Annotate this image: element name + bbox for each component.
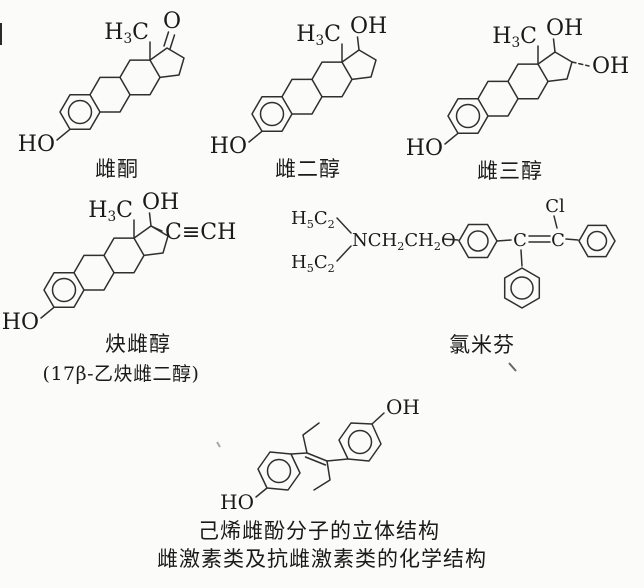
hydroxyl-left-label: HO (220, 490, 254, 514)
hydroxyl-17-label: OH (546, 16, 583, 41)
amine-bonds (336, 217, 352, 262)
ring-vinyl-bonds (290, 452, 349, 462)
estrone-structure: HO H3C O (18, 9, 185, 157)
phenyl-ring-right (578, 224, 616, 258)
ethyl-lower (313, 460, 331, 491)
phenylene-ring (458, 223, 498, 259)
hydroxyl-17-label: OH (350, 14, 387, 39)
ethinylestradiol-name: 炔雌醇 (105, 332, 171, 356)
estriol-name: 雌三醇 (477, 159, 543, 183)
ketone-double-bond (163, 31, 176, 50)
hydroxyl-17-bond (148, 212, 152, 227)
vinyl-c-right-label: C (551, 230, 565, 251)
c-c-double-bond (528, 235, 551, 243)
steroid-skeleton (444, 45, 573, 145)
estradiol-name: 雌二醇 (275, 157, 341, 181)
hydroxyl-right-bond (371, 412, 385, 425)
amino-ether-chain-label: NCH2CH2O (352, 230, 456, 253)
estradiol-structure: HO H3C OH (210, 14, 387, 159)
c-c-double-bond (304, 452, 328, 466)
ethynyl-bond (150, 225, 163, 232)
ethinylestradiol-structure: HO H3C OH C≡CH (2, 190, 237, 335)
methyl-label: H3C (104, 20, 149, 47)
hydroxyl-17-label: OH (142, 190, 179, 215)
c-phenyl-lower-bond (520, 249, 523, 267)
hydroxyl-16-label: OH (592, 54, 629, 79)
hydroxyl-17-bond (356, 36, 360, 51)
estriol-structure: HO H3C OH OH (406, 16, 629, 161)
phenyl-ring-lower (503, 267, 541, 309)
ethyl-upper (302, 422, 320, 454)
hydroxyl-right-label: OH (386, 395, 420, 419)
ethyl-bottom-label: H5C2 (291, 252, 335, 275)
phenol-ring-left (257, 451, 301, 491)
ethynyl-label: C≡CH (165, 220, 236, 245)
chlorine-label: Cl (545, 196, 565, 217)
phenol-ho-label: HO (2, 310, 39, 335)
scan-artifact-tick (508, 362, 517, 372)
steroid-skeleton (56, 41, 185, 141)
methyl-label: H3C (492, 24, 537, 51)
ether-ring-bond (443, 238, 459, 241)
figure-caption: 雌激素类及抗雌激素类的化学结构 (157, 547, 487, 571)
phenol-ho-label: HO (18, 132, 55, 157)
hydroxyl-16-dashed-bond (571, 61, 590, 67)
methyl-label: H3C (88, 198, 133, 225)
phenol-ho-label: HO (210, 134, 247, 159)
hydroxyl-left-bond (255, 487, 268, 498)
phenol-ring-right (338, 422, 382, 462)
clomiphene-name: 氯米芬 (449, 333, 515, 357)
vinyl-c-left-label: C (513, 230, 527, 251)
chlorine-bond (553, 215, 558, 229)
clomiphene-structure: H5C2 H5C2 NCH2CH2O C C Cl (291, 196, 616, 309)
steroid-skeleton (40, 219, 169, 319)
methyl-label: H3C (296, 22, 341, 49)
diethylstilbestrol-title: 己烯雌酚分子的立体结构 (198, 519, 440, 543)
c-phenyl-bond (565, 238, 579, 241)
ethinylestradiol-subname: (17β-乙炔雌二醇) (43, 363, 200, 385)
hydroxyl-17-bond (552, 38, 556, 53)
ring-c-bond (496, 239, 512, 242)
ethyl-top-label: H5C2 (291, 208, 335, 231)
steroid-skeleton (248, 43, 377, 143)
diethylstilbestrol-structure: OH HO (220, 395, 420, 514)
ketone-o-label: O (163, 9, 181, 34)
phenol-ho-label: HO (406, 136, 443, 161)
estrone-name: 雌酮 (95, 157, 139, 181)
scan-artifact-dot (216, 441, 221, 448)
